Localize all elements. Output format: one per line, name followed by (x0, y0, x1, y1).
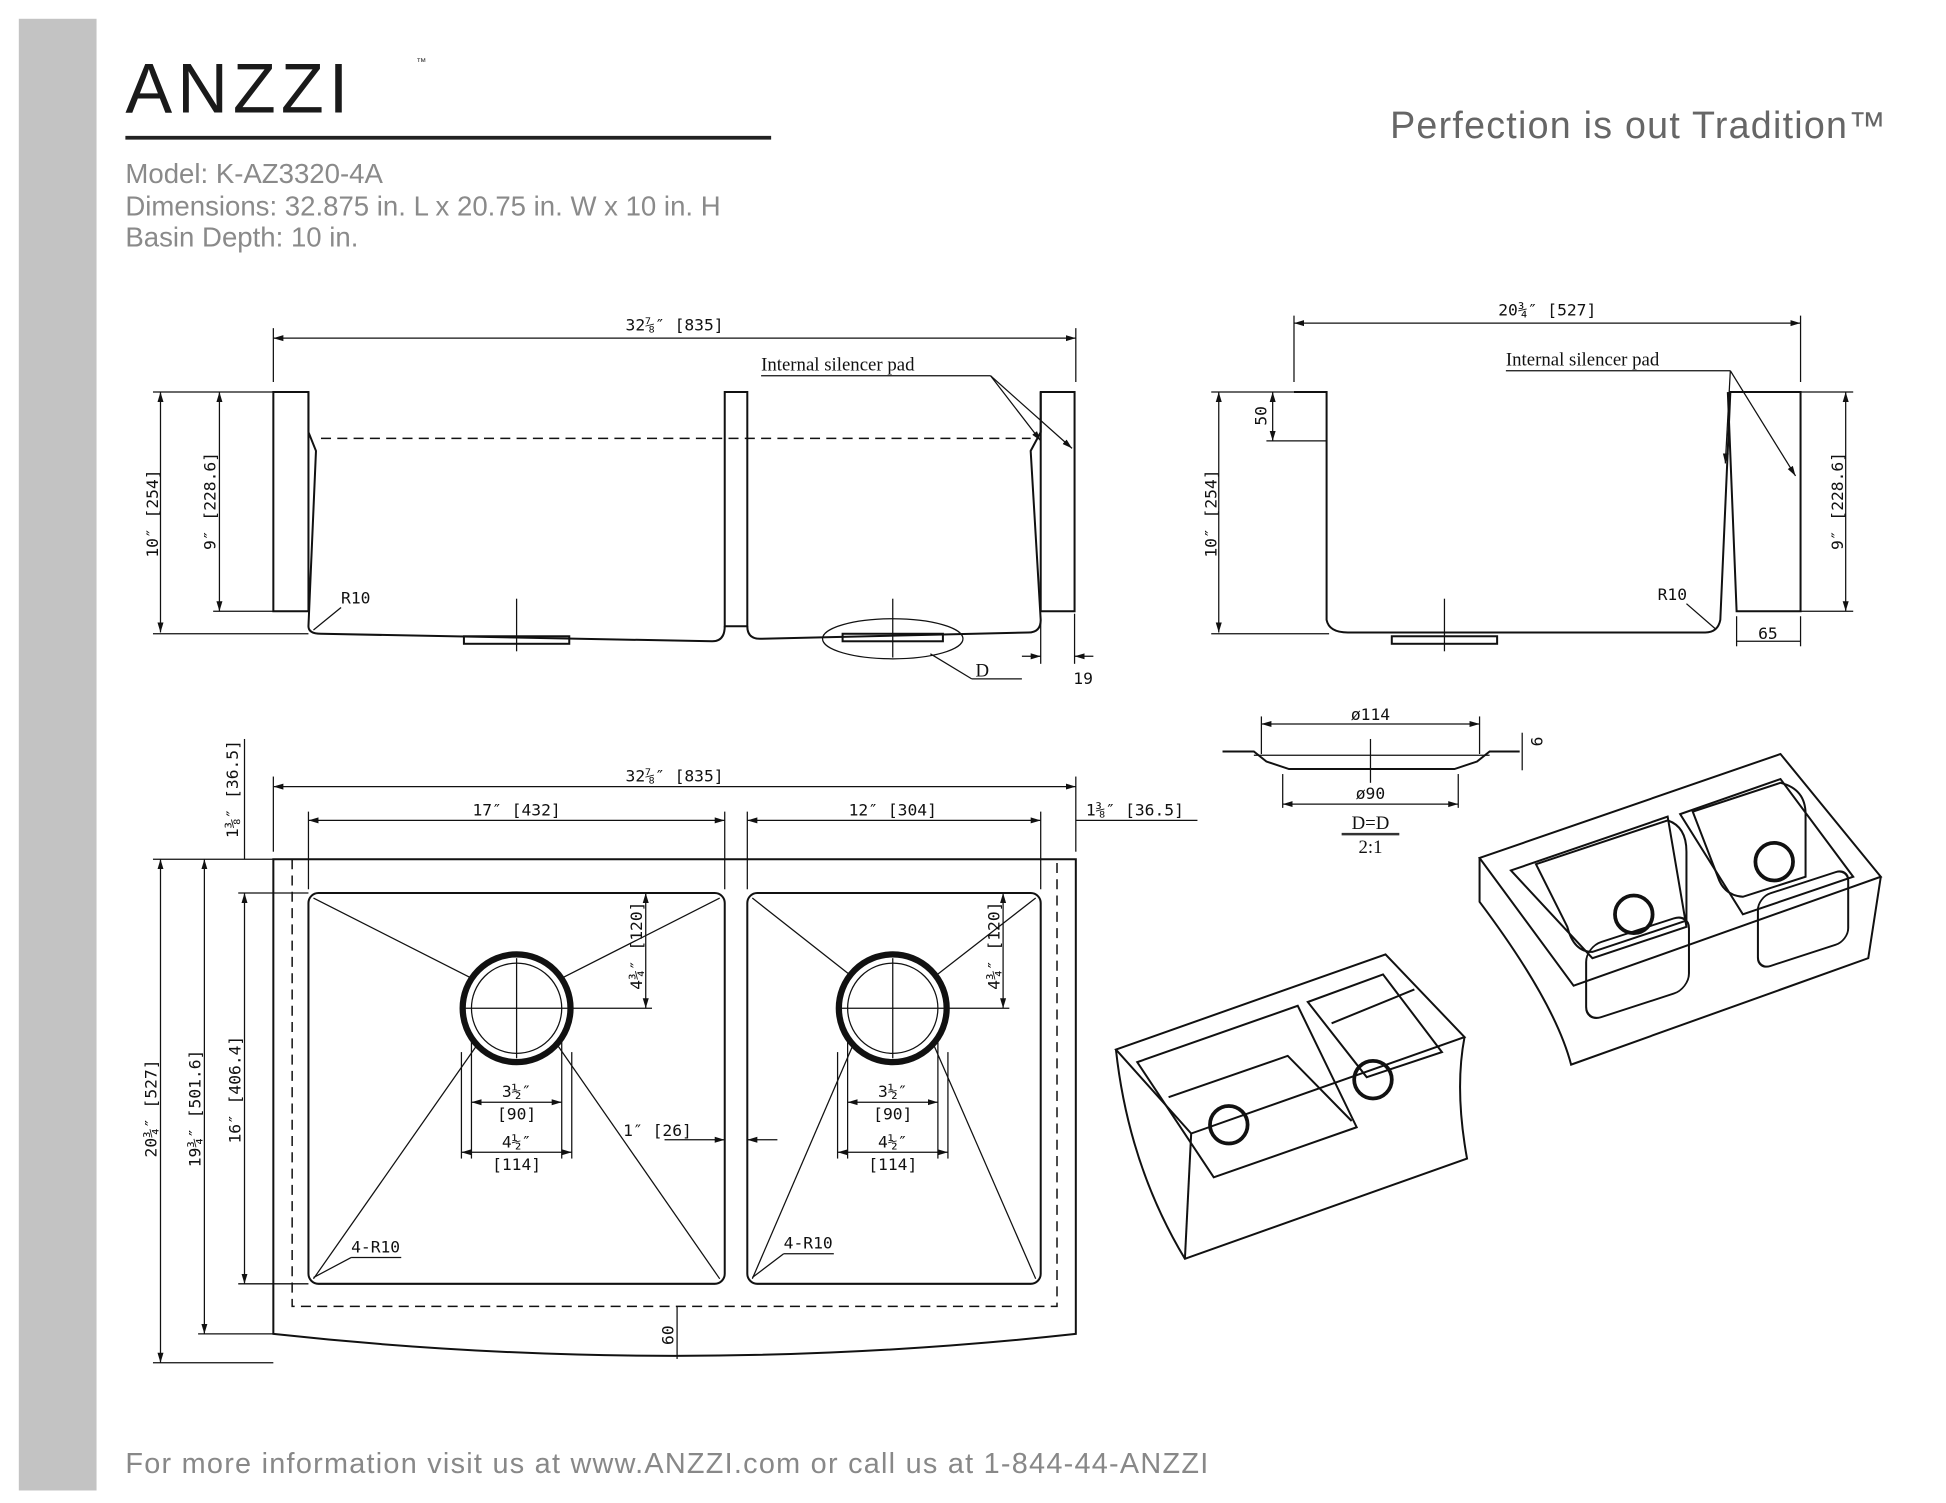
svg-text:3½″: 3½″ (502, 1082, 531, 1101)
tagline: Perfection is out Tradition™ (1390, 104, 1887, 146)
svg-text:ANZZI: ANZZI (125, 49, 353, 128)
svg-text:ø90: ø90 (1356, 784, 1385, 803)
svg-text:ø114: ø114 (1351, 705, 1390, 724)
svg-text:10″ [254]: 10″ [254] (1201, 469, 1220, 557)
svg-text:6: 6 (1527, 737, 1546, 747)
model: Model: K-AZ3320-4A (125, 158, 383, 189)
svg-text:[114]: [114] (868, 1155, 917, 1174)
svg-text:19: 19 (1073, 669, 1093, 688)
svg-text:[90]: [90] (497, 1105, 536, 1124)
svg-text:4½″: 4½″ (878, 1132, 907, 1151)
svg-text:60: 60 (658, 1325, 677, 1345)
svg-text:65: 65 (1758, 624, 1778, 643)
svg-text:Internal silencer pad: Internal silencer pad (761, 355, 915, 376)
svg-text:20¾″ [527]: 20¾″ [527] (142, 1059, 161, 1157)
drain-detail: ø114 ø90 6 D=D 2:1 (1222, 705, 1546, 858)
svg-text:4¾″ [120]: 4¾″ [120] (984, 902, 1003, 990)
logo: ANZZI ™ (125, 49, 426, 128)
side-band (18, 18, 97, 1491)
svg-text:4¾″ [120]: 4¾″ [120] (627, 902, 646, 990)
svg-text:D: D (976, 660, 990, 681)
svg-text:16″ [406.4]: 16″ [406.4] (226, 1036, 245, 1144)
basin-depth: Basin Depth: 10 in. (125, 222, 358, 253)
svg-text:10″ [254]: 10″ [254] (143, 469, 162, 557)
iso-view-front (1114, 953, 1469, 1260)
svg-text:19¾″ [501.6]: 19¾″ [501.6] (186, 1050, 205, 1168)
svg-text:[90]: [90] (873, 1105, 912, 1124)
svg-text:17″ [432]: 17″ [432] (472, 800, 560, 819)
svg-text:4-R10: 4-R10 (784, 1234, 833, 1253)
svg-text:3½″: 3½″ (878, 1082, 907, 1101)
svg-text:20¾″ [527]: 20¾″ [527] (1498, 301, 1596, 320)
top-view: 32⅞″ [835] 17″ [432] 12″ [304] 1⅜″ [36.5… (142, 738, 1198, 1364)
svg-text:1″ [26]: 1″ [26] (623, 1121, 692, 1140)
svg-text:D=D: D=D (1352, 813, 1390, 834)
svg-text:32⅞″ [835]: 32⅞″ [835] (626, 767, 724, 786)
svg-text:9″ [228.6]: 9″ [228.6] (201, 452, 220, 550)
footer-contact: For more information visit us at www.ANZ… (125, 1448, 1209, 1480)
iso-view-rear (1477, 752, 1883, 1066)
svg-text:12″ [304]: 12″ [304] (849, 800, 937, 819)
front-view: 32⅞″ [835] 10″ [254] 9″ [228.6] Internal… (143, 316, 1094, 688)
svg-text:2:1: 2:1 (1358, 837, 1382, 858)
svg-text:32⅞″ [835]: 32⅞″ [835] (626, 316, 724, 335)
svg-text:™: ™ (416, 57, 426, 68)
svg-text:[114]: [114] (492, 1155, 541, 1174)
svg-text:9″ [228.6]: 9″ [228.6] (1828, 452, 1847, 550)
svg-text:50: 50 (1251, 406, 1270, 426)
side-view: 20¾″ [527] 50 10″ [254] 9″ [228.6] Inter… (1201, 301, 1854, 652)
svg-text:4-R10: 4-R10 (351, 1238, 400, 1257)
svg-text:R10: R10 (1658, 585, 1687, 604)
svg-text:R10: R10 (341, 589, 370, 608)
svg-text:4½″: 4½″ (502, 1132, 531, 1151)
svg-text:1⅜″ [36.5]: 1⅜″ [36.5] (1086, 800, 1184, 819)
svg-text:1⅜″ [36.5]: 1⅜″ [36.5] (223, 740, 242, 838)
dimensions: Dimensions: 32.875 in. L x 20.75 in. W x… (125, 190, 720, 221)
svg-text:Internal silencer pad: Internal silencer pad (1506, 350, 1660, 371)
